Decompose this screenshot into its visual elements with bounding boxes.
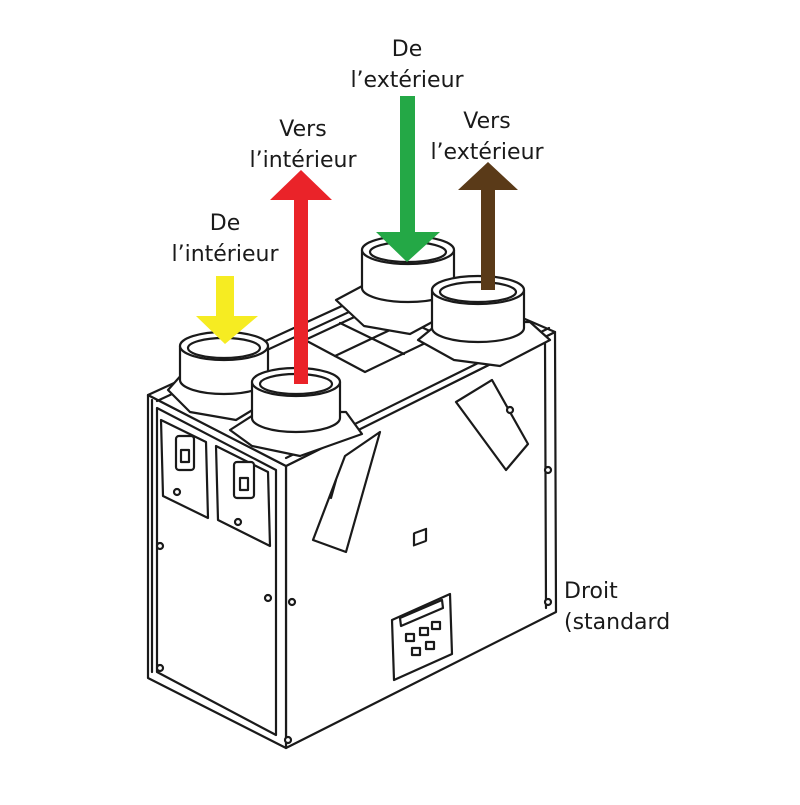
label-from-inside: De l’intérieur xyxy=(171,211,279,267)
side-hinged-door-right xyxy=(454,378,530,472)
label-from-outside: De l’extérieur xyxy=(350,37,464,93)
duct-collar-to-outside xyxy=(416,274,552,368)
arrow-up-icon xyxy=(270,170,332,384)
side-hinged-door-left xyxy=(311,430,382,554)
side-port xyxy=(412,527,428,547)
label-to-outside: Vers l’extérieur xyxy=(430,109,544,165)
duct-collar-to-inside xyxy=(228,366,364,458)
control-panel xyxy=(390,592,454,682)
arrow-up-icon xyxy=(458,162,518,290)
label-orientation: Droit (standard xyxy=(564,579,671,635)
arrow-down-icon xyxy=(196,276,258,344)
label-to-inside: Vers l’intérieur xyxy=(249,117,357,173)
front-access-doors xyxy=(159,418,272,548)
arrow-down-icon xyxy=(376,96,440,262)
